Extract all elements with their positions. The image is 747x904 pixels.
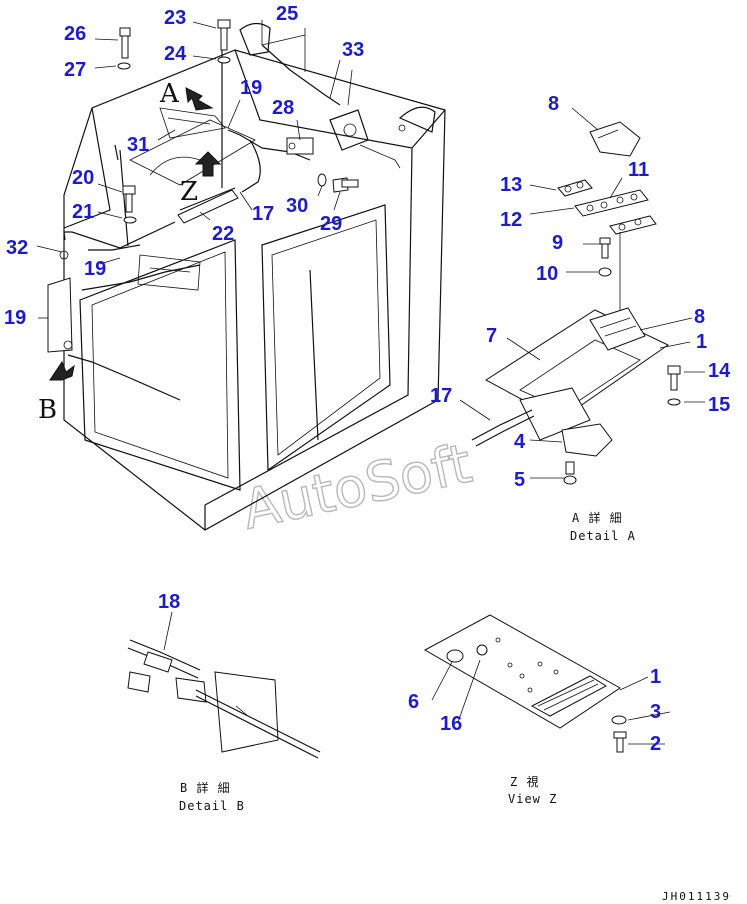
view-letter-z: Z <box>180 177 198 207</box>
label-15: 15 <box>708 394 730 416</box>
label-23: 23 <box>164 7 186 29</box>
label-9: 9 <box>552 232 563 254</box>
label-3: 3 <box>650 701 661 723</box>
watermark: AutoSoft <box>237 432 477 542</box>
label-20: 20 <box>72 167 94 189</box>
clamp-28 <box>286 137 314 155</box>
washer-21 <box>123 216 137 224</box>
part-labels: 26 27 23 24 25 33 19 28 31 20 30 29 17 2… <box>4 3 731 755</box>
label-32: 32 <box>6 237 28 259</box>
view-letter-b: B <box>38 395 57 425</box>
label-33: 33 <box>342 39 364 61</box>
label-29: 29 <box>320 213 342 235</box>
bolt-26 <box>119 27 131 59</box>
view-z-caption-en: View Z <box>508 792 557 806</box>
arrow-a-icon <box>185 87 214 111</box>
label-16: 16 <box>440 713 462 735</box>
label-12: 12 <box>500 209 522 231</box>
arrow-b-icon <box>49 360 75 381</box>
view-z <box>423 614 671 753</box>
label-14: 14 <box>708 360 731 382</box>
cab-assembly <box>63 22 446 531</box>
label-18: 18 <box>158 591 180 613</box>
bolt-29 <box>332 177 359 193</box>
label-13: 13 <box>500 174 522 196</box>
label-19-top: 19 <box>240 77 262 99</box>
detail-b-caption-jp: B 詳 細 <box>180 780 231 795</box>
arrow-z-icon <box>194 151 222 177</box>
label-19-left: 19 <box>4 307 26 329</box>
label-8-top: 8 <box>548 93 559 115</box>
label-8-mid: 8 <box>694 306 705 328</box>
label-27: 27 <box>64 59 86 81</box>
label-28: 28 <box>272 97 294 119</box>
label-24: 24 <box>164 43 187 65</box>
label-30: 30 <box>286 195 308 217</box>
view-letter-a: A <box>159 79 180 109</box>
detail-a <box>459 107 705 485</box>
view-z-caption-jp: Z 視 <box>510 774 539 789</box>
bolt-23 <box>217 19 231 51</box>
drawing-code: JH011139 <box>662 890 731 903</box>
label-26: 26 <box>64 23 86 45</box>
washer-27 <box>117 62 131 70</box>
label-6: 6 <box>408 691 419 713</box>
label-22: 22 <box>212 223 234 245</box>
label-17: 17 <box>252 203 274 225</box>
label-1-a: 1 <box>696 331 707 353</box>
washer-24 <box>217 56 231 64</box>
detail-a-caption-en: Detail A <box>570 529 636 543</box>
label-2: 2 <box>650 733 661 755</box>
leader-lines <box>36 20 353 319</box>
label-19-mid: 19 <box>84 258 106 280</box>
label-21: 21 <box>72 201 94 223</box>
detail-a-caption-jp: A 詳 細 <box>572 510 623 525</box>
label-4: 4 <box>514 431 526 453</box>
label-1-z: 1 <box>650 666 661 688</box>
wire-harness <box>47 44 341 401</box>
bolt-20 <box>122 185 136 213</box>
label-11: 11 <box>628 159 649 181</box>
label-5: 5 <box>514 469 525 491</box>
label-10: 10 <box>536 263 558 285</box>
label-7: 7 <box>486 325 497 347</box>
washer-30 <box>317 173 327 187</box>
detail-b-caption-en: Detail B <box>179 799 245 813</box>
detail-b <box>127 611 321 759</box>
label-17-a: 17 <box>430 385 452 407</box>
label-31: 31 <box>127 134 149 156</box>
label-25: 25 <box>276 3 298 25</box>
